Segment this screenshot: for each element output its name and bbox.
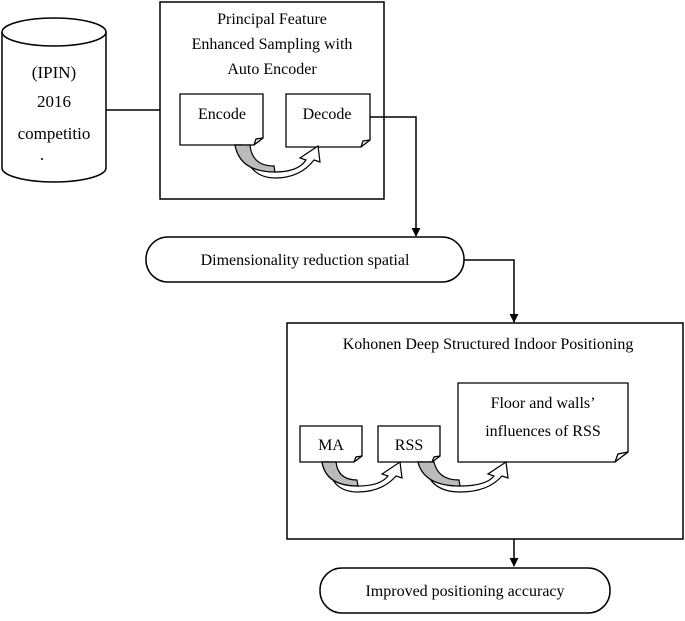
- result-node: Improved positioning accuracy: [319, 567, 611, 614]
- rss-document: RSS: [377, 425, 441, 463]
- sampling-box: Principal Feature Enhanced Sampling with…: [159, 1, 385, 200]
- floor-walls-line-2: influences of RSS: [485, 423, 601, 440]
- dimensionality-node: Dimensionality reduction spatial: [145, 236, 465, 283]
- encode-decode-curved-arrow: [234, 144, 321, 179]
- database-line-3: competitio: [18, 124, 91, 143]
- database-line-2: 2016: [37, 92, 71, 111]
- encode-document: Encode: [179, 93, 264, 146]
- rss-floor-curved-arrow: [417, 460, 509, 493]
- ma-rss-curved-arrow: [321, 460, 403, 493]
- database-line-1: (IPIN): [32, 63, 76, 82]
- sampling-title-line-3: Auto Encoder: [227, 61, 317, 78]
- floor-walls-line-1: Floor and walls’: [491, 395, 596, 412]
- floor-walls-document: Floor and walls’ influences of RSS: [457, 382, 629, 463]
- kohonen-box: Kohonen Deep Structured Indoor Positioni…: [286, 322, 684, 540]
- ma-document: MA: [299, 425, 363, 463]
- database-line-4: .: [40, 145, 44, 164]
- kohonen-title: Kohonen Deep Structured Indoor Positioni…: [343, 336, 634, 353]
- ma-label: MA: [318, 437, 344, 454]
- decode-label: Decode: [303, 106, 352, 123]
- encode-label: Encode: [198, 106, 246, 123]
- sampling-title-line-1: Principal Feature: [217, 11, 327, 28]
- database-cylinder: (IPIN) 2016 competitio .: [1, 17, 107, 183]
- rss-label: RSS: [395, 437, 423, 454]
- result-label: Improved positioning accuracy: [365, 583, 564, 600]
- sampling-title-line-2: Enhanced Sampling with: [192, 36, 353, 53]
- arrow-dimensionality-to-kohonen: [464, 259, 519, 323]
- decode-document: Decode: [285, 93, 371, 148]
- arrow-decode-to-dimensionality: [370, 116, 421, 237]
- dimensionality-label: Dimensionality reduction spatial: [201, 252, 410, 269]
